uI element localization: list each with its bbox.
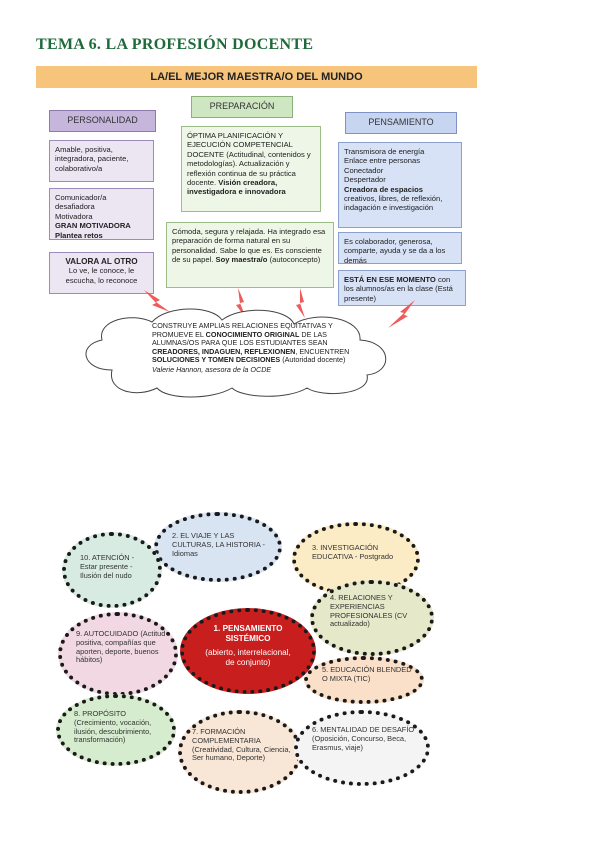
header-personalidad: PERSONALIDAD bbox=[49, 110, 156, 132]
pensamiento-line: Enlace entre personas bbox=[344, 156, 420, 166]
personalidad-box-1: Amable, positiva, integradora, paciente,… bbox=[49, 140, 154, 182]
page-title: TEMA 6. LA PROFESIÓN DOCENTE bbox=[36, 36, 314, 53]
item-8-text: 8. PROPÓSITO (Crecimiento, vocación, ilu… bbox=[74, 709, 152, 745]
item-2-ellipse: 2. EL VIAJE Y LAS CULTURAS, LA HISTORIA … bbox=[154, 512, 282, 582]
pensamiento-text-2: Es colaborador, generosa, comparte, ayud… bbox=[344, 237, 446, 265]
preparacion-box-2: Cómoda, segura y relajada. Ha integrado … bbox=[166, 222, 334, 288]
preparacion-text-2: Cómoda, segura y relajada. Ha integrado … bbox=[172, 227, 326, 265]
cloud-text-e: , ENCUENTREN bbox=[295, 346, 350, 356]
item-7-text: 7. FORMACIÓN COMPLEMENTARIA (Creatividad… bbox=[192, 727, 291, 763]
pensamiento-box-2: Es colaborador, generosa, comparte, ayud… bbox=[338, 232, 462, 265]
pensamiento-line: Conectador bbox=[344, 165, 384, 175]
item-7-ellipse: 7. FORMACIÓN COMPLEMENTARIA (Creatividad… bbox=[178, 710, 302, 794]
item-5-text: 5. EDUCACIÓN BLENDED O MIXTA (TIC) bbox=[322, 665, 412, 683]
personalidad-bold: GRAN MOTIVADORA bbox=[55, 221, 131, 231]
lightning-icon bbox=[296, 288, 305, 318]
personalidad-line: desafiadora bbox=[55, 202, 95, 212]
pensamiento-text-3: con los alumnos/as en la clase (Está pre… bbox=[344, 275, 453, 303]
cloud-shape bbox=[85, 308, 387, 398]
personalidad-traits: Amable, positiva, integradora, paciente,… bbox=[55, 145, 129, 173]
cloud-bold-d: CREADORES, INDAGUEN, REFLEXIONEN bbox=[152, 346, 296, 356]
item-2-text: 2. EL VIAJE Y LAS CULTURAS, LA HISTORIA … bbox=[172, 531, 265, 558]
item-1-center-ellipse: 1. PENSAMIENTO SISTÉMICO (abierto, inter… bbox=[180, 608, 316, 694]
personalidad-line: Comunicador/a bbox=[55, 193, 107, 202]
personalidad-bold: Plantea retos bbox=[55, 230, 103, 240]
preparacion-bold-2: Soy maestra/o bbox=[215, 255, 268, 265]
pensamiento-box-3: ESTÁ EN ESE MOMENTO con los alumnos/as e… bbox=[338, 270, 466, 306]
item-5-ellipse: 5. EDUCACIÓN BLENDED O MIXTA (TIC) bbox=[304, 656, 424, 704]
personalidad-box-2: Comunicador/a desafiadora Motivadora GRA… bbox=[49, 188, 154, 240]
center-subtitle: (abierto, interrelacional, de conjunto) bbox=[205, 648, 291, 667]
cloud-bold-f: SOLUCIONES Y TOMEN DECISIONES bbox=[152, 355, 281, 365]
preparacion-bold: Visión creadora, investigadora e innovad… bbox=[187, 178, 286, 197]
preparacion-text: ÓPTIMA PLANIFICACIÓN Y EJECUCIÓN COMPETE… bbox=[187, 131, 311, 188]
personalidad-line: Motivadora bbox=[55, 211, 93, 221]
pensamiento-line: Transmisora de energía bbox=[344, 147, 425, 156]
pensamiento-line: Despertador bbox=[344, 175, 386, 185]
lightning-icon bbox=[388, 300, 415, 328]
cloud-bold-b: CONOCIMIENTO ORIGINAL bbox=[205, 329, 300, 339]
item-6-text: 6. MENTALIDAD DE DESAFÍO (Oposición, Con… bbox=[312, 725, 415, 752]
header-pensamiento: PENSAMIENTO bbox=[345, 112, 457, 134]
item-3-text: 3. INVESTIGACIÓN EDUCATIVA - Postgrado bbox=[312, 543, 394, 561]
cloud-text-a: CONSTRUYE AMPLIAS RELACIONES EQUITATIVAS… bbox=[152, 321, 333, 339]
pensamiento-bold: Creadora de espacios bbox=[344, 184, 423, 194]
cloud-text: CONSTRUYE AMPLIAS RELACIONES EQUITATIVAS… bbox=[152, 321, 370, 375]
cloud-text-g: (Autoridad docente) bbox=[282, 355, 346, 365]
personalidad-box-3: VALORA AL OTRO Lo ve, le conoce, le escu… bbox=[49, 252, 154, 294]
pensamiento-bold-3: ESTÁ EN ESE MOMENTO bbox=[344, 275, 436, 284]
cloud-text-c: DE LAS ALUMNAS/OS PARA QUE LOS ESTUDIANT… bbox=[152, 329, 328, 348]
item-10-text: 10. ATENCIÓN - Estar presente - Ilusión … bbox=[80, 553, 135, 580]
lightning-bolts bbox=[144, 288, 415, 328]
item-9-text: 9. AUTOCUIDADO (Actitud positiva, compañ… bbox=[76, 629, 166, 665]
valora-text: Lo ve, le conoce, le escucha, lo reconoc… bbox=[65, 266, 138, 285]
center-title: 1. PENSAMIENTO SISTÉMICO bbox=[213, 624, 283, 643]
cloud-author: Valerie Hannon, asesora de la OCDE bbox=[152, 364, 272, 374]
item-8-ellipse: 8. PROPÓSITO (Crecimiento, vocación, ilu… bbox=[56, 694, 176, 766]
item-4-ellipse: 4. RELACIONES Y EXPERIENCIAS PROFESIONAL… bbox=[310, 580, 434, 656]
pensamiento-box-1: Transmisora de energía Enlace entre pers… bbox=[338, 142, 462, 228]
item-9-ellipse: 9. AUTOCUIDADO (Actitud positiva, compañ… bbox=[58, 612, 178, 696]
item-6-ellipse: 6. MENTALIDAD DE DESAFÍO (Oposición, Con… bbox=[294, 710, 430, 786]
preparacion-box-1: ÓPTIMA PLANIFICACIÓN Y EJECUCIÓN COMPETE… bbox=[181, 126, 321, 212]
valora-title: VALORA AL OTRO bbox=[65, 257, 138, 266]
preparacion-tail: (autoconcepto) bbox=[269, 255, 321, 265]
item-4-text: 4. RELACIONES Y EXPERIENCIAS PROFESIONAL… bbox=[330, 593, 408, 629]
lightning-icon bbox=[144, 290, 170, 312]
header-preparacion: PREPARACIÓN bbox=[191, 96, 293, 118]
banner-title: LA/EL MEJOR MAESTRA/O DEL MUNDO bbox=[36, 66, 477, 88]
item-10-ellipse: 10. ATENCIÓN - Estar presente - Ilusión … bbox=[62, 532, 162, 608]
pensamiento-tail: creativos, libres, de reflexión, indagac… bbox=[344, 194, 443, 213]
